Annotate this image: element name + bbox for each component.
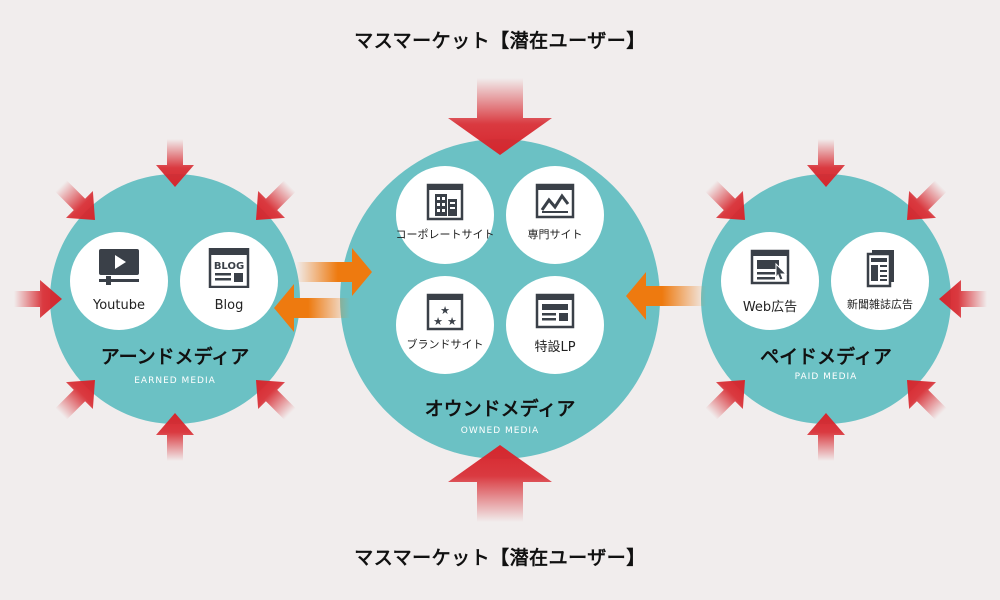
stars-window-icon: ★ ★ ★ bbox=[396, 292, 494, 336]
blog-label: Blog bbox=[214, 298, 244, 313]
video-player-icon bbox=[70, 248, 168, 290]
newspaper-ad-label: 新聞雑誌広告 bbox=[847, 298, 913, 311]
big-arrow-top bbox=[448, 78, 552, 155]
owned-media-subtitle: OWNED MEDIA bbox=[460, 426, 540, 436]
newspaper-icon bbox=[831, 248, 929, 292]
web-ad-label: Web広告 bbox=[742, 300, 798, 315]
big-arrow-bottom bbox=[448, 445, 552, 522]
blog-bubble: BLOG Blog bbox=[180, 232, 278, 330]
mass-market-bottom-label: マスマーケット【潜在ユーザー】 bbox=[354, 547, 646, 569]
svg-text:★: ★ bbox=[447, 315, 457, 328]
specialty-site-bubble: 専門サイト bbox=[506, 166, 604, 264]
owned-media-title: オウンドメディア bbox=[424, 398, 576, 420]
chart-window-icon bbox=[506, 182, 604, 226]
youtube-label: Youtube bbox=[93, 298, 145, 313]
corporate-site-label: コーポレートサイト bbox=[395, 228, 495, 241]
earned-media-title: アーンドメディア bbox=[100, 346, 250, 368]
special-lp-bubble: 特設LP bbox=[506, 276, 604, 374]
svg-text:BLOG: BLOG bbox=[214, 261, 244, 272]
svg-text:★: ★ bbox=[440, 304, 450, 317]
blog-page-icon: BLOG bbox=[180, 247, 278, 292]
brand-site-bubble: ★ ★ ★ ブランドサイト bbox=[396, 276, 494, 374]
newspaper-ad-bubble: 新聞雑誌広告 bbox=[831, 232, 929, 330]
web-ad-icon bbox=[721, 248, 819, 292]
paid-media-title: ペイドメディア bbox=[760, 346, 892, 368]
paid-media-subtitle: PAID MEDIA bbox=[794, 372, 858, 382]
brand-site-label: ブランドサイト bbox=[406, 338, 484, 351]
youtube-bubble: Youtube bbox=[70, 232, 168, 330]
svg-text:★: ★ bbox=[433, 315, 443, 328]
earned-to-owned-arrow bbox=[296, 248, 372, 296]
earned-media-subtitle: EARNED MEDIA bbox=[134, 376, 216, 386]
special-lp-label: 特設LP bbox=[534, 340, 576, 355]
web-ad-bubble: Web広告 bbox=[721, 232, 819, 330]
specialty-site-label: 専門サイト bbox=[527, 228, 583, 241]
landing-page-icon bbox=[506, 292, 604, 336]
paid-to-owned-arrow bbox=[626, 272, 706, 320]
mass-market-top-label: マスマーケット【潜在ユーザー】 bbox=[354, 30, 646, 52]
building-icon bbox=[396, 182, 494, 226]
owned-to-earned-arrow bbox=[274, 284, 350, 332]
corporate-site-bubble: コーポレートサイト bbox=[396, 166, 495, 264]
